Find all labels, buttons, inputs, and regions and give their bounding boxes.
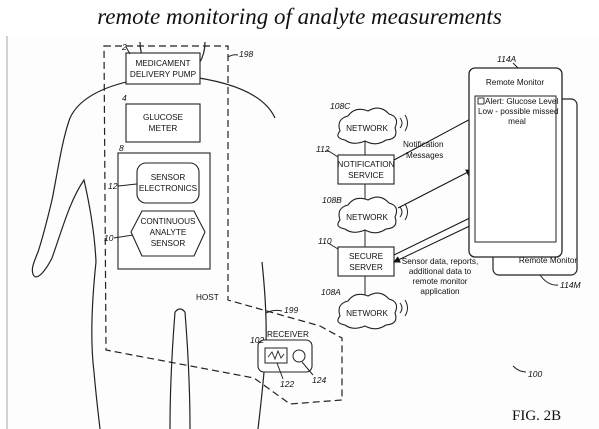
leader-122 bbox=[276, 362, 284, 380]
server-label-2: SERVER bbox=[349, 263, 383, 272]
leader-12 bbox=[117, 183, 138, 187]
leader-110 bbox=[327, 242, 339, 250]
ref-4: 4 bbox=[122, 93, 127, 103]
cas-label-1: CONTINUOUS bbox=[140, 217, 196, 226]
cas-label-3: SENSOR bbox=[151, 239, 186, 248]
medicament-delivery-pump-box bbox=[125, 52, 201, 85]
page-title: remote monitoring of analyte measurement… bbox=[97, 4, 502, 29]
notification-service-box bbox=[337, 154, 395, 185]
leader-10 bbox=[113, 234, 134, 239]
secure-server-box bbox=[337, 246, 395, 277]
notification-messages-2: Messages bbox=[406, 151, 443, 160]
ref-100: 100 bbox=[528, 369, 542, 379]
waveform-icon bbox=[267, 349, 285, 361]
remote-monitor-back-title: Remote Monitor bbox=[519, 256, 578, 265]
ref-10: 10 bbox=[104, 233, 114, 243]
leader-112 bbox=[326, 149, 339, 158]
host-label: HOST bbox=[196, 293, 219, 302]
glucose-meter-box bbox=[125, 103, 201, 143]
ref-12: 12 bbox=[108, 181, 118, 191]
leader-2 bbox=[125, 46, 131, 55]
pump-label-1: MEDICAMENT bbox=[135, 59, 190, 68]
ref-114m: 114M bbox=[560, 280, 582, 290]
network-label-108c: NETWORK bbox=[346, 124, 388, 133]
data-arrows bbox=[393, 115, 479, 263]
ref-108a: 108A bbox=[321, 287, 341, 297]
server-label-1: SECURE bbox=[349, 252, 384, 261]
sensor-data-note-3: remote monitor bbox=[412, 277, 467, 286]
remote-monitor-screen bbox=[474, 95, 557, 243]
ref-8: 8 bbox=[119, 143, 124, 153]
ref-114a: 114A bbox=[497, 54, 517, 64]
ref-198: 198 bbox=[239, 49, 253, 59]
sensor-electronics-box bbox=[136, 162, 200, 204]
notification-label-1: NOTIFICATION bbox=[337, 160, 394, 169]
ref-108b: 108B bbox=[322, 195, 342, 205]
network-cloud-108b: NETWORK bbox=[337, 196, 408, 234]
ref-124: 124 bbox=[312, 375, 326, 385]
figure-label: FIG. 2B bbox=[512, 408, 561, 424]
network-label-108b: NETWORK bbox=[346, 213, 388, 222]
ref-122: 122 bbox=[280, 379, 294, 389]
alert-text-1: Alert: Glucose Level bbox=[485, 97, 558, 106]
ref-108c: 108C bbox=[330, 101, 351, 111]
sensor-electronics-label-2: ELECTRONICS bbox=[139, 184, 198, 193]
network-label-108a: NETWORK bbox=[346, 309, 388, 318]
network-cloud-108a: NETWORK bbox=[337, 292, 408, 330]
ref-199: 199 bbox=[284, 305, 298, 315]
leader-124 bbox=[301, 361, 314, 376]
sensor-electronics-label-1: SENSOR bbox=[151, 173, 186, 182]
leader-100 bbox=[512, 365, 527, 373]
continuous-analyte-sensor-shape bbox=[130, 210, 206, 257]
sensor-data-note-1: Sensor data, reports, bbox=[402, 257, 478, 266]
cas-label-2: ANALYTE bbox=[150, 228, 187, 237]
alert-text-2: Low - possible missed bbox=[478, 107, 559, 116]
sensor-data-note-2: additional data to bbox=[409, 267, 472, 276]
receiver-label: RECEIVER bbox=[267, 330, 309, 339]
leader-114a bbox=[512, 62, 519, 69]
alert-checkbox[interactable] bbox=[477, 97, 485, 105]
leader-114m bbox=[539, 274, 559, 286]
leader-198 bbox=[227, 54, 239, 58]
meter-label-1: GLUCOSE bbox=[143, 113, 184, 122]
ref-2: 2 bbox=[121, 42, 127, 52]
ref-102: 102 bbox=[250, 335, 264, 345]
pump-label-2: DELIVERY PUMP bbox=[130, 70, 197, 79]
ref-110: 110 bbox=[318, 236, 332, 246]
ref-112: 112 bbox=[316, 144, 330, 154]
meter-label-2: METER bbox=[149, 124, 178, 133]
network-cloud-108c: NETWORK bbox=[337, 107, 408, 145]
sensor-data-note-4: application bbox=[420, 287, 460, 296]
remote-monitor-title: Remote Monitor bbox=[486, 78, 545, 87]
alert-text-3: meal bbox=[508, 117, 526, 126]
host-boundary-198 bbox=[103, 45, 343, 405]
leader-199 bbox=[265, 309, 283, 314]
notification-label-2: SERVICE bbox=[348, 171, 384, 180]
receiver-button bbox=[292, 349, 306, 363]
